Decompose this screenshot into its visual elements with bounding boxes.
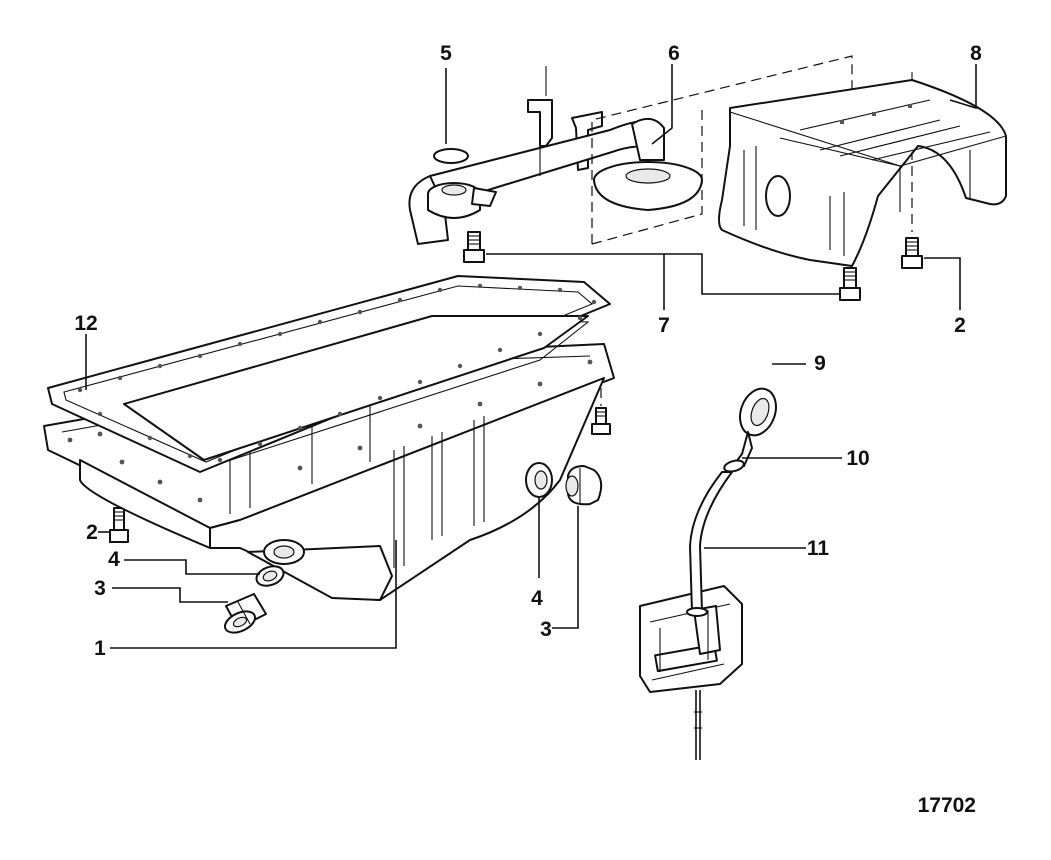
drain-plug-seal-side (525, 462, 553, 498)
o-ring-seal (433, 148, 469, 164)
callout-3-left: 3 (94, 577, 106, 600)
callout-labels: 5 6 8 7 2 12 9 10 11 2 4 3 1 4 3 (74, 42, 982, 660)
leader-lines (85, 64, 977, 649)
callout-10: 10 (846, 447, 869, 470)
figure-number: 17702 (918, 794, 976, 817)
callout-3-right: 3 (540, 618, 552, 641)
baffle-plate (718, 79, 1007, 267)
callout-1: 1 (94, 637, 106, 660)
drain-plug-seal-lower (255, 565, 285, 587)
bolt-baffle-left (839, 267, 861, 301)
gasket-bolt-holes (77, 283, 597, 463)
callout-11: 11 (807, 537, 830, 560)
oil-pickup-tube (408, 99, 703, 245)
callout-5: 5 (440, 42, 452, 65)
callout-2-left: 2 (86, 521, 98, 544)
callout-9: 9 (814, 352, 826, 375)
bolt-pan-rear (591, 372, 611, 435)
callout-12: 12 (74, 312, 97, 335)
oil-pan-gasket (47, 275, 611, 473)
dipstick-tube-bracket (639, 585, 743, 693)
callout-6: 6 (668, 42, 680, 65)
callout-4-left: 4 (108, 548, 120, 571)
callout-2-right: 2 (954, 314, 966, 337)
bolt-baffle-right (901, 237, 923, 269)
callout-7: 7 (658, 314, 670, 337)
bolt-pickup (463, 231, 485, 263)
dipstick-seal (723, 459, 745, 473)
callout-4-right: 4 (531, 587, 543, 610)
dipstick (694, 387, 777, 760)
callout-8: 8 (970, 42, 982, 65)
drain-plug-lower (224, 593, 267, 634)
drain-plug-side (565, 465, 603, 506)
